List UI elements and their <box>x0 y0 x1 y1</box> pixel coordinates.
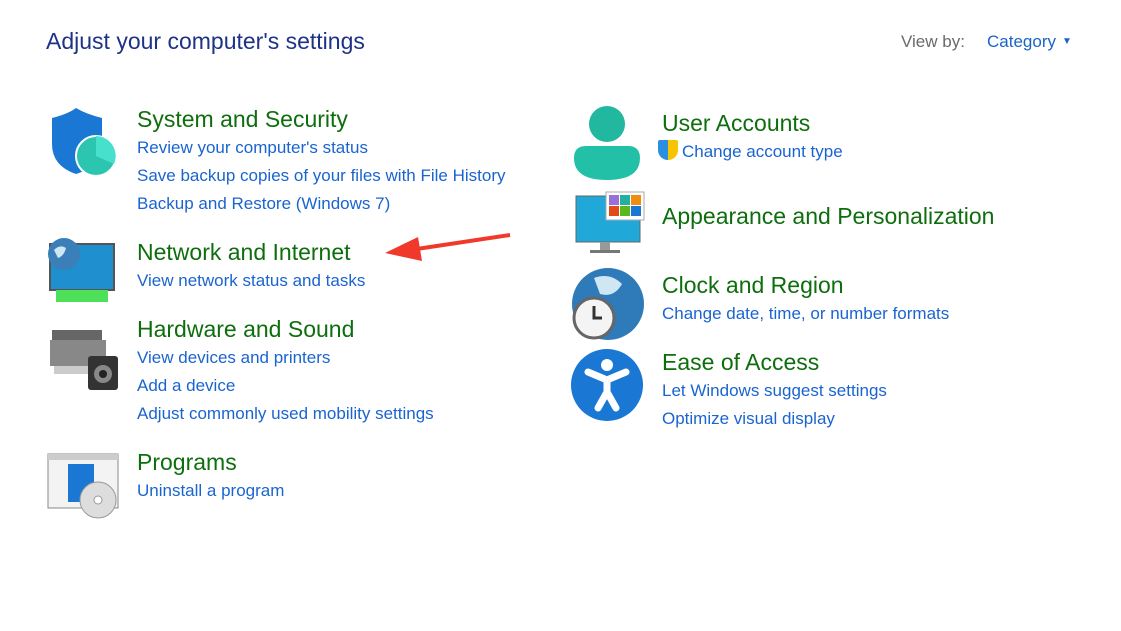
link[interactable]: Review your computer's status <box>137 138 368 157</box>
category-hardware-sound: Hardware and Sound View devices and prin… <box>137 314 434 428</box>
category-title[interactable]: Clock and Region <box>662 272 844 298</box>
page-title: Adjust your computer's settings <box>46 28 365 54</box>
uac-shield-icon <box>658 140 678 160</box>
view-by-label: View by: <box>901 32 965 51</box>
category-clock-region: Clock and Region Change date, time, or n… <box>662 270 949 328</box>
category-title[interactable]: User Accounts <box>662 110 811 136</box>
link[interactable]: View devices and printers <box>137 348 331 367</box>
category-programs: Programs Uninstall a program <box>137 447 284 505</box>
user-icon <box>574 106 640 180</box>
red-arrow-annotation <box>385 233 511 261</box>
programs-icon <box>47 453 119 519</box>
link[interactable]: Change date, time, or number formats <box>662 304 950 323</box>
category-appearance: Appearance and Personalization <box>662 201 994 231</box>
clock-globe-icon <box>572 268 644 340</box>
category-network-internet: Network and Internet View network status… <box>137 237 365 295</box>
category-system-security: System and Security Review your computer… <box>137 104 506 218</box>
category-title[interactable]: Hardware and Sound <box>137 316 355 342</box>
link[interactable]: Adjust commonly used mobility settings <box>137 404 434 423</box>
category-user-accounts: User Accounts Change account type <box>658 108 843 166</box>
link[interactable]: Uninstall a program <box>137 481 285 500</box>
category-title[interactable]: Programs <box>137 449 237 475</box>
network-icon <box>48 238 115 302</box>
link[interactable]: Add a device <box>137 376 236 395</box>
category-title[interactable]: Appearance and Personalization <box>662 203 995 229</box>
link[interactable]: Backup and Restore (Windows 7) <box>137 194 391 213</box>
view-by-value: Category <box>987 32 1056 51</box>
accessibility-icon <box>571 349 643 421</box>
link[interactable]: Let Windows suggest settings <box>662 381 887 400</box>
printer-icon <box>50 330 118 390</box>
view-by-dropdown[interactable]: Category ▼ <box>987 32 1072 52</box>
category-ease-of-access: Ease of Access Let Windows suggest setti… <box>662 347 887 433</box>
category-title[interactable]: Network and Internet <box>137 239 351 265</box>
caret-down-icon: ▼ <box>1061 36 1072 47</box>
monitor-icon <box>575 191 645 253</box>
category-title[interactable]: System and Security <box>137 106 348 132</box>
link-change-account-type[interactable]: Change account type <box>658 138 843 166</box>
category-title[interactable]: Ease of Access <box>662 349 820 375</box>
link[interactable]: Save backup copies of your files with Fi… <box>137 166 506 185</box>
link[interactable]: Optimize visual display <box>662 409 835 428</box>
shield-icon <box>52 108 117 177</box>
link[interactable]: View network status and tasks <box>137 271 366 290</box>
